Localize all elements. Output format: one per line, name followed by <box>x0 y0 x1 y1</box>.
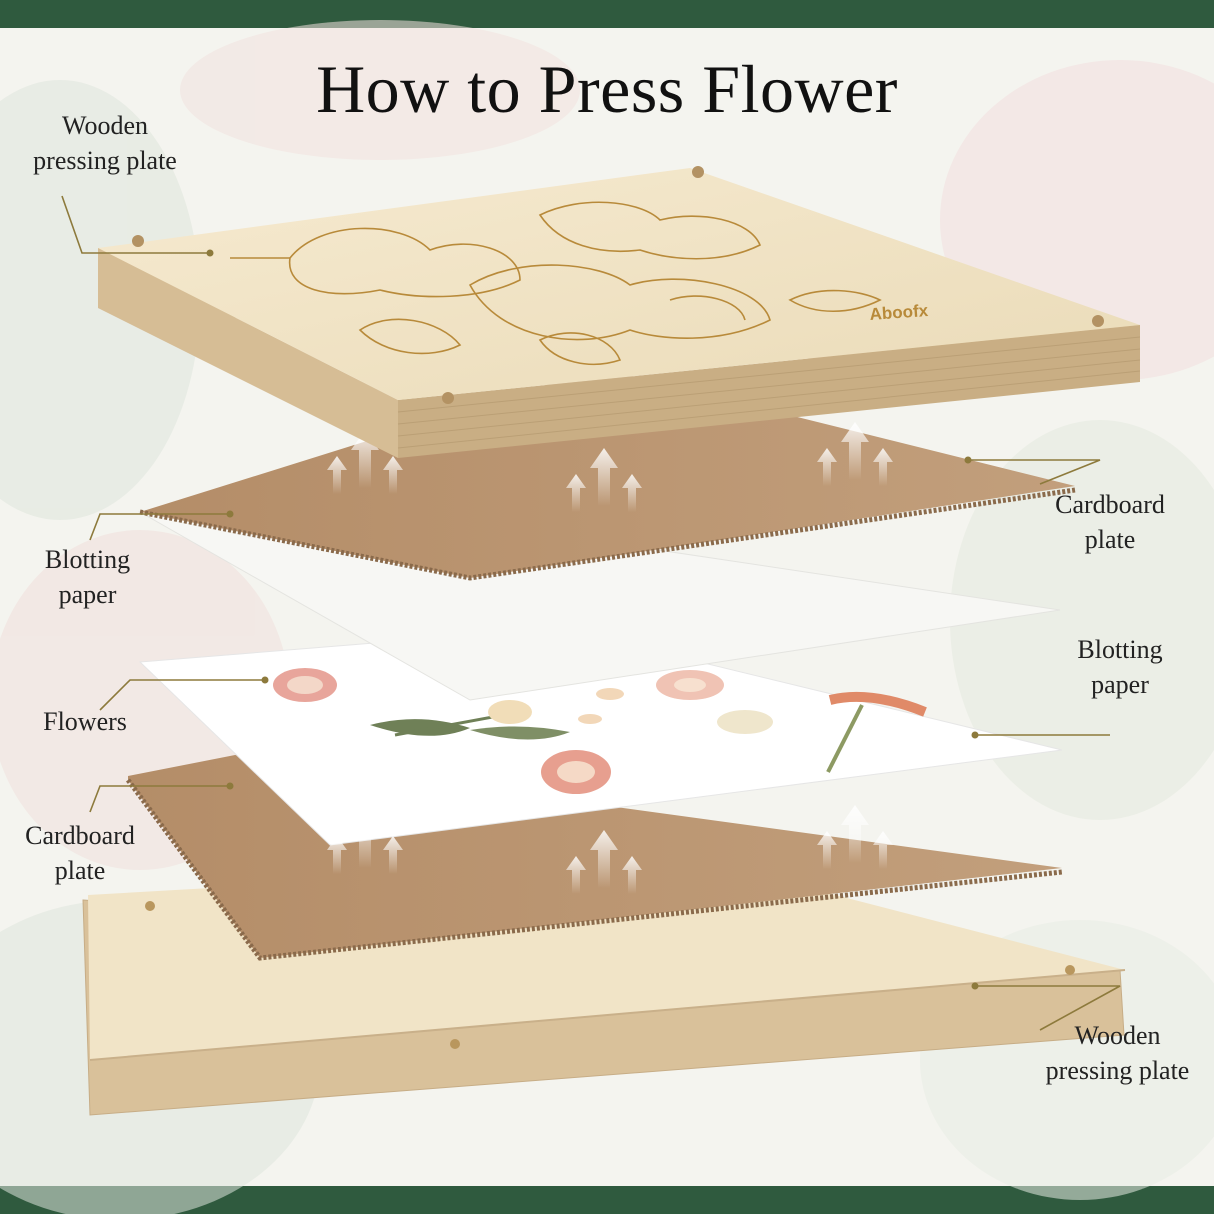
top-wooden-plate: Aboofx <box>98 166 1141 458</box>
label-line: Blotting <box>44 545 131 574</box>
label-line: Blotting <box>1077 635 1163 664</box>
label-line: Wooden <box>1074 1021 1161 1050</box>
label-bottom-wooden-plate: Wooden pressing plate <box>1030 1018 1205 1088</box>
label-line: Flowers <box>43 707 127 736</box>
label-blotting-top: Blotting paper <box>20 542 155 612</box>
label-line: paper <box>1091 670 1149 699</box>
label-line: pressing plate <box>33 146 177 175</box>
label-flowers: Flowers <box>20 704 150 739</box>
label-line: pressing plate <box>1045 1056 1190 1085</box>
label-cardboard-bottom: Cardboard plate <box>5 818 155 888</box>
label-cardboard-top: Cardboard plate <box>1035 487 1185 557</box>
page-title: How to Press Flower <box>316 51 898 127</box>
pressed-flowers <box>273 668 927 794</box>
label-line: plate <box>1084 525 1136 554</box>
label-top-wooden-plate: Wooden pressing plate <box>10 108 200 178</box>
label-line: Cardboard <box>1055 490 1165 519</box>
label-line: Cardboard <box>25 821 135 850</box>
label-line: plate <box>54 856 106 885</box>
label-line: Wooden <box>62 111 148 140</box>
top-band <box>0 0 1214 28</box>
brand-engraving: Aboofx <box>869 301 929 324</box>
label-blotting-bottom: Blotting paper <box>1055 632 1185 702</box>
leader-lines <box>61 195 1121 1031</box>
leader-dots <box>206 249 979 990</box>
hibiscus-engraving <box>230 201 882 366</box>
label-line: paper <box>58 580 117 609</box>
